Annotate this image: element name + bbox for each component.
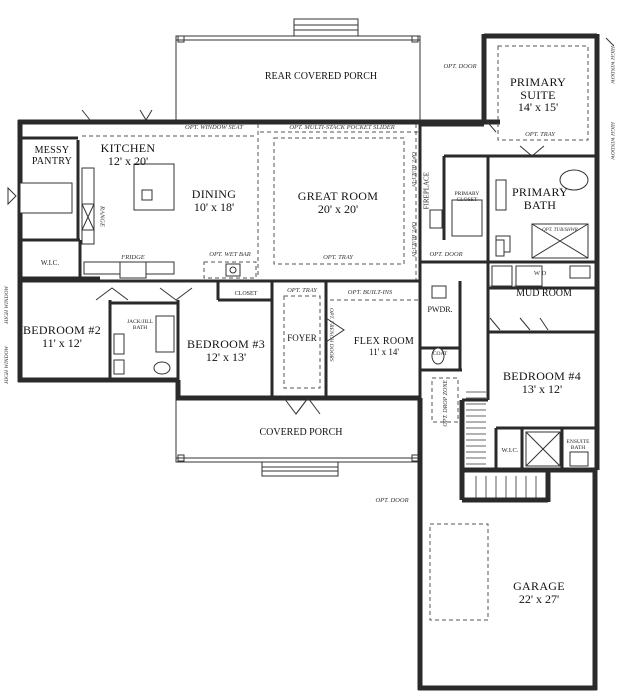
garage-label: GARAGE 22' x 27': [513, 580, 565, 605]
kitchen-label: KITCHEN 12' x 20': [101, 142, 156, 167]
primary-bath-name: PRIMARY: [511, 185, 569, 199]
high-window-left-bottom-note: HIGH WINDOW: [4, 346, 11, 384]
jack-jill-label: JACK/JILL BATH: [127, 319, 153, 332]
ensuite-bath-name2: BATH: [570, 444, 586, 451]
opt-door-garage-note: OPT. DOOR: [375, 497, 409, 504]
flex-room-dims: 11' x 14': [369, 346, 399, 357]
jack-jill-name2: BATH: [132, 324, 148, 331]
flex-room-label: FLEX ROOM 11' x 14': [353, 336, 415, 357]
kitchen-dims: 12' x 20': [107, 153, 149, 168]
mud-room-label: MUD ROOM: [516, 288, 572, 299]
primary-suite-dims: 14' x 15': [517, 100, 559, 115]
high-window-left-top-note: HIGH WINDOW: [4, 286, 11, 324]
opt-built-in-lower-note: OPT. BUILT-IN: [409, 222, 416, 257]
closet-label: CLOSET: [234, 291, 258, 297]
bedroom4-name: BEDROOM #4: [502, 369, 582, 383]
covered-porch-label: COVERED PORCH: [259, 427, 343, 438]
opt-tray-great-note: OPT. TRAY: [323, 254, 353, 261]
opt-tray-foyer-note: OPT. TRAY: [287, 287, 317, 294]
pwdr-label: PWDR.: [427, 305, 453, 314]
opt-french-doors-note: OPT. FRENCH DOORS: [327, 308, 334, 362]
dining-dims: 10' x 18': [193, 199, 235, 214]
doors-and-stairs: [7, 37, 615, 498]
primary-closet-name2: CLOSET: [456, 196, 478, 203]
bedroom3-label: BEDROOM #3 12' x 13': [187, 338, 265, 363]
primary-suite-name: PRIMARY: [509, 75, 567, 89]
opt-multi-stack-note: OPT. MULTI-STACK POCKET SLIDER: [289, 124, 395, 131]
foyer-label: FOYER: [287, 333, 317, 343]
opt-tray-primary-note: OPT. TRAY: [525, 131, 555, 138]
high-window-right-bottom-note: HIGH WINDOW: [608, 122, 615, 160]
rear-porch-outline: [175, 18, 421, 122]
wic-left-label: W.I.C.: [40, 259, 60, 267]
flex-room-name: FLEX ROOM: [353, 336, 415, 347]
optional-dashed-lines: [82, 45, 589, 621]
messy-pantry-label: MESSY PANTRY: [31, 145, 73, 167]
range-note: RANGE: [98, 206, 106, 227]
interior-walls: [20, 124, 597, 470]
opt-tub-shower-note: OPT. TUB/SHWR: [542, 228, 578, 233]
jack-jill-name: JACK/JILL: [127, 319, 153, 325]
primary-suite-label: PRIMARY SUITE 14' x 15': [510, 76, 566, 114]
bedroom4-label: BEDROOM #4 13' x 12': [503, 370, 581, 395]
opt-door-top-note: OPT. DOOR: [443, 63, 477, 70]
primary-bath-label: PRIMARY BATH: [512, 186, 568, 211]
garage-name: GARAGE: [513, 579, 565, 593]
messy-pantry-name: MESSY: [34, 145, 70, 156]
wic-right-label: W.I.C.: [501, 447, 519, 454]
exterior-walls: [17, 33, 600, 691]
opt-window-seat-note: OPT. WINDOW SEAT: [185, 124, 243, 131]
coat-label: COAT: [432, 351, 448, 357]
primary-bath-name2: BATH: [523, 197, 557, 212]
bedroom3-name: BEDROOM #3: [186, 337, 266, 351]
primary-closet-name: PRIMARY: [454, 191, 480, 197]
great-room-dims: 20' x 20': [317, 201, 359, 216]
fridge-note: FRIDGE: [121, 254, 145, 261]
opt-wet-bar-note: OPT. WET BAR: [209, 251, 251, 258]
bedroom2-name: BEDROOM #2: [22, 323, 102, 337]
ensuite-bath-label: ENSUITE BATH: [566, 439, 590, 452]
opt-dog-wash-note: OPT. DOG WASH: [487, 285, 529, 291]
garage-dims: 22' x 27': [518, 591, 560, 606]
great-room-name: GREAT ROOM: [297, 189, 379, 203]
opt-built-in-upper-note: OPT. BUILT-IN: [409, 152, 416, 187]
bath-fixtures: [113, 169, 591, 467]
kitchen-fixtures: [19, 163, 241, 279]
kitchen-name: KITCHEN: [100, 141, 156, 155]
messy-pantry-name2: PANTRY: [31, 155, 73, 167]
opt-built-ins-note: OPT. BUILT-INS: [347, 289, 393, 296]
rear-porch-label: REAR COVERED PORCH: [264, 71, 378, 82]
bedroom4-dims: 13' x 12': [521, 381, 563, 396]
primary-suite-name2: SUITE: [520, 87, 556, 102]
great-room-label: GREAT ROOM 20' x 20': [298, 190, 378, 215]
bedroom2-label: BEDROOM #2 11' x 12': [23, 324, 101, 349]
opt-door-mid-note: OPT. DOOR: [429, 251, 463, 258]
ensuite-bath-name: ENSUITE: [566, 439, 590, 445]
washer-dryer-note: W D: [533, 270, 547, 277]
fireplace-note: FIREPLACE: [422, 172, 431, 210]
primary-closet-label: PRIMARY CLOSET: [454, 191, 480, 204]
high-window-right-top-note: HIGH WINDOW: [608, 46, 615, 84]
bedroom2-dims: 11' x 12': [42, 335, 82, 350]
dining-name: DINING: [191, 187, 237, 201]
bedroom3-dims: 12' x 13': [205, 349, 247, 364]
opt-drop-zone-note: OPT. DROP ZONE: [442, 380, 449, 427]
dining-label: DINING 10' x 18': [192, 188, 236, 213]
